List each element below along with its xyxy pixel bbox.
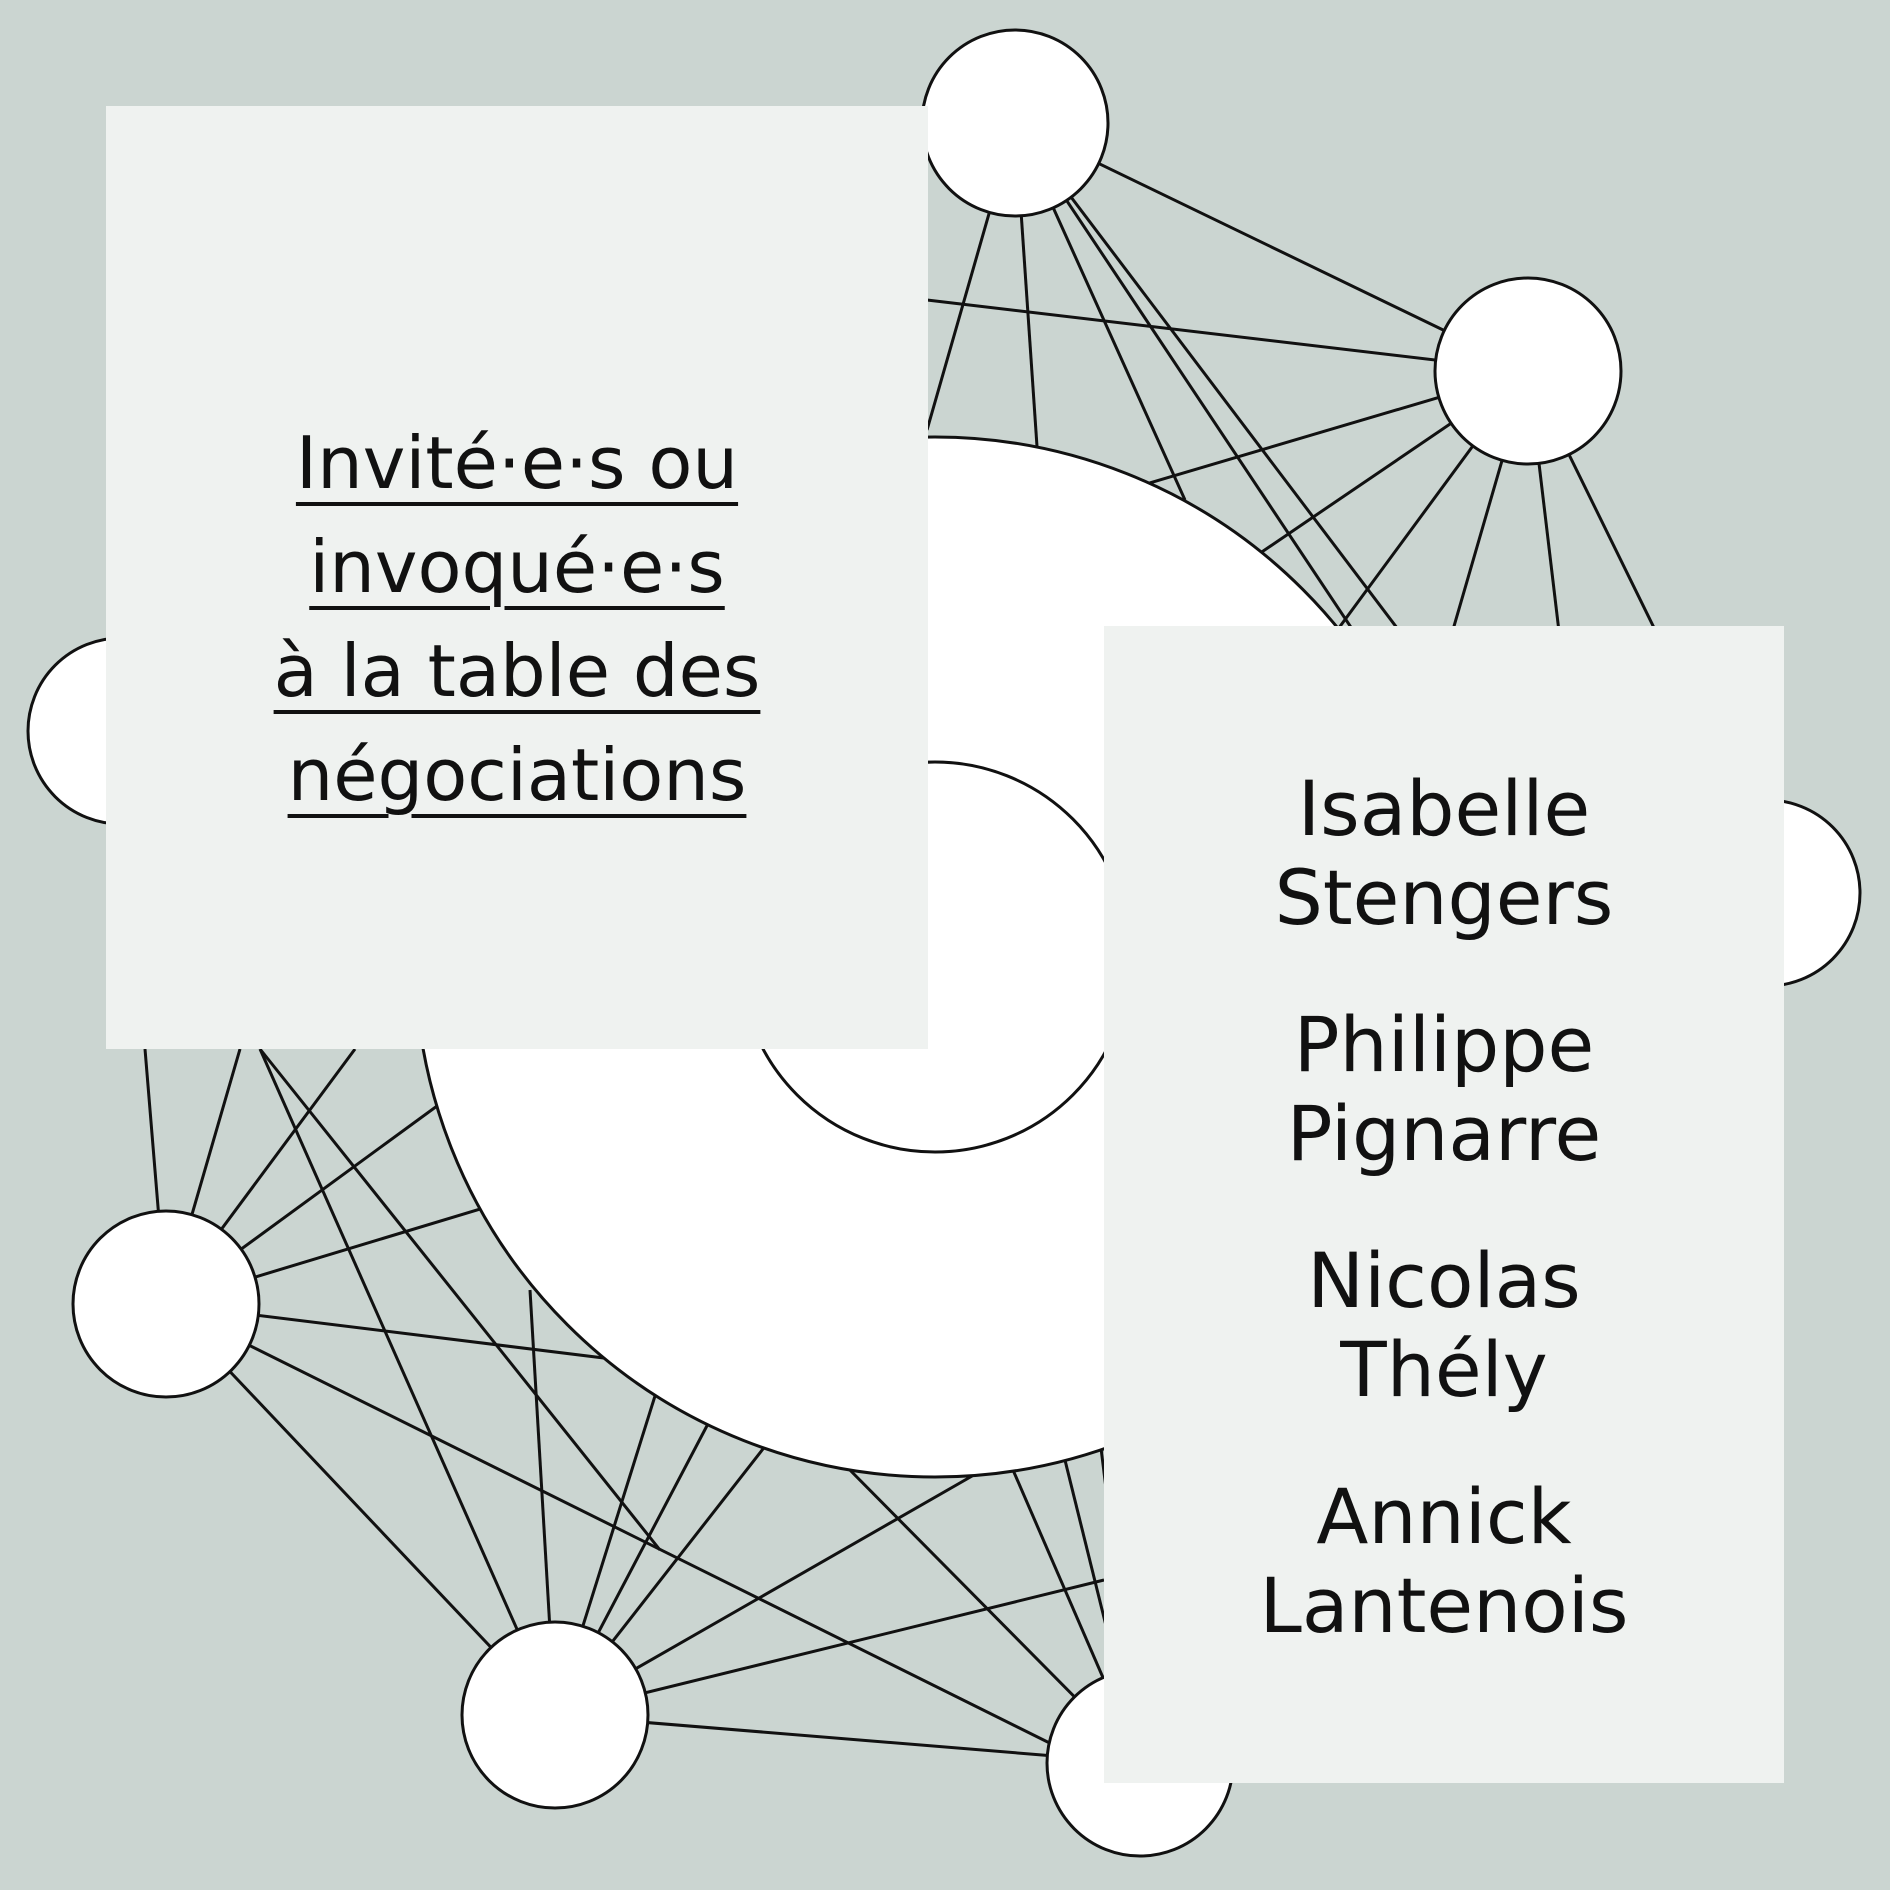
node-lower-left	[71, 1209, 261, 1399]
speakers-panel: Isabelle Stengers Philippe Pignarre Nico…	[1104, 626, 1784, 1783]
node-upper-right	[1433, 276, 1623, 466]
speaker-last-name: Stengers	[1274, 853, 1614, 942]
speaker-first-name: Nicolas	[1307, 1236, 1581, 1325]
title-panel: Invité·e·s ou invoqué·e·s à la table des…	[106, 106, 928, 1049]
speaker-nicolas-thely: Nicolas Thély	[1104, 1236, 1784, 1414]
speaker-first-name: Isabelle	[1297, 764, 1591, 853]
speaker-philippe-pignarre: Philippe Pignarre	[1104, 1000, 1784, 1178]
speaker-first-name: Annick	[1316, 1472, 1572, 1561]
speaker-last-name: Lantenois	[1259, 1561, 1629, 1650]
title-line-1: Invité·e·s ou	[295, 421, 739, 505]
speaker-isabelle-stengers: Isabelle Stengers	[1104, 764, 1784, 942]
title-line-3: à la table des	[273, 629, 761, 713]
node-bottom-left	[460, 1620, 650, 1810]
speaker-first-name: Philippe	[1293, 1000, 1595, 1089]
event-title: Invité·e·s ou invoqué·e·s à la table des…	[106, 411, 928, 827]
title-line-4: négociations	[287, 733, 747, 817]
speaker-last-name: Thély	[1340, 1325, 1548, 1414]
speaker-annick-lantenois: Annick Lantenois	[1104, 1472, 1784, 1650]
speaker-last-name: Pignarre	[1286, 1089, 1602, 1178]
title-line-2: invoqué·e·s	[309, 525, 725, 609]
speaker-list: Isabelle Stengers Philippe Pignarre Nico…	[1104, 764, 1784, 1708]
node-top	[920, 28, 1110, 218]
